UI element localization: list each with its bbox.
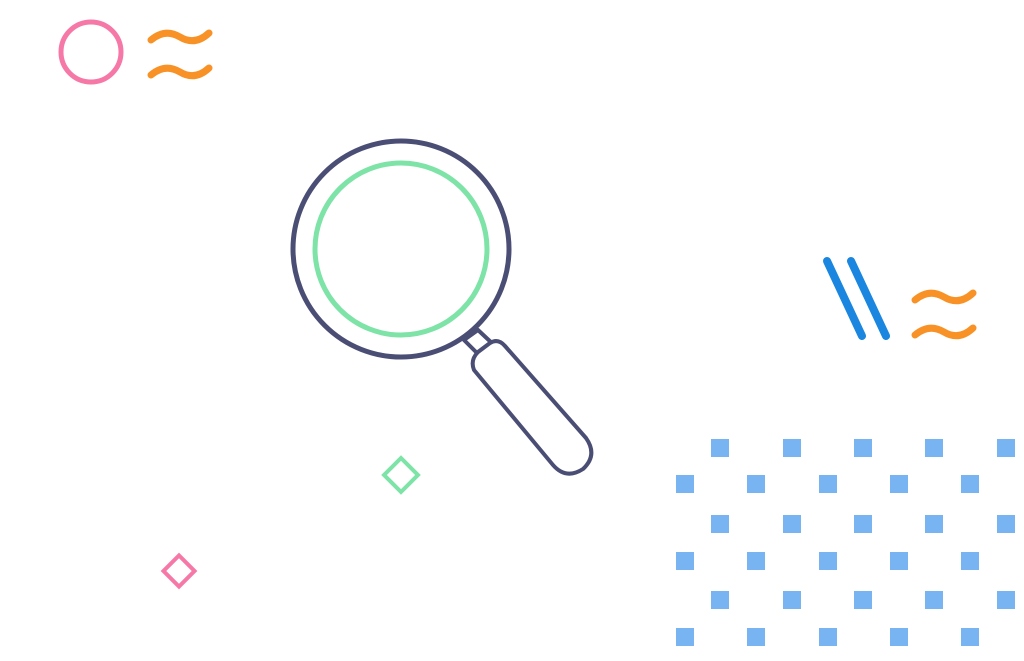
blue-square-dot	[890, 552, 908, 570]
orange-zigzag-right	[911, 289, 977, 340]
green-diamond-shape	[381, 455, 421, 495]
blue-square-dot	[819, 475, 837, 493]
blue-square-dot	[783, 515, 801, 533]
blue-square-dot	[747, 552, 765, 570]
blue-square-dot	[961, 552, 979, 570]
blue-square-dot	[997, 515, 1015, 533]
blue-square-dot	[997, 591, 1015, 609]
blue-square-dot	[854, 515, 872, 533]
blue-square-dot	[925, 591, 943, 609]
dot-grid-pattern	[676, 439, 1015, 646]
blue-square-dot	[961, 628, 979, 646]
blue-square-dot	[854, 439, 872, 457]
blue-square-dot	[676, 475, 694, 493]
blue-square-dot	[676, 628, 694, 646]
pink-diamond-shape	[160, 552, 198, 590]
blue-square-dot	[890, 475, 908, 493]
blue-square-dot	[747, 475, 765, 493]
pink-circle-shape	[58, 19, 124, 85]
blue-slash-lines	[823, 257, 890, 340]
blue-square-dot	[854, 591, 872, 609]
orange-zigzag-top-left	[147, 29, 213, 80]
blue-square-dot	[711, 439, 729, 457]
magnifying-glass-icon	[290, 138, 594, 476]
blue-square-dot	[747, 628, 765, 646]
blue-square-dot	[783, 591, 801, 609]
blue-square-dot	[711, 591, 729, 609]
blue-square-dot	[676, 552, 694, 570]
blue-square-dot	[890, 628, 908, 646]
blue-square-dot	[997, 439, 1015, 457]
blue-square-dot	[711, 515, 729, 533]
blue-square-dot	[819, 552, 837, 570]
blue-square-dot	[783, 439, 801, 457]
blue-square-dot	[961, 475, 979, 493]
blue-square-dot	[925, 439, 943, 457]
blue-square-dot	[925, 515, 943, 533]
blue-square-dot	[819, 628, 837, 646]
